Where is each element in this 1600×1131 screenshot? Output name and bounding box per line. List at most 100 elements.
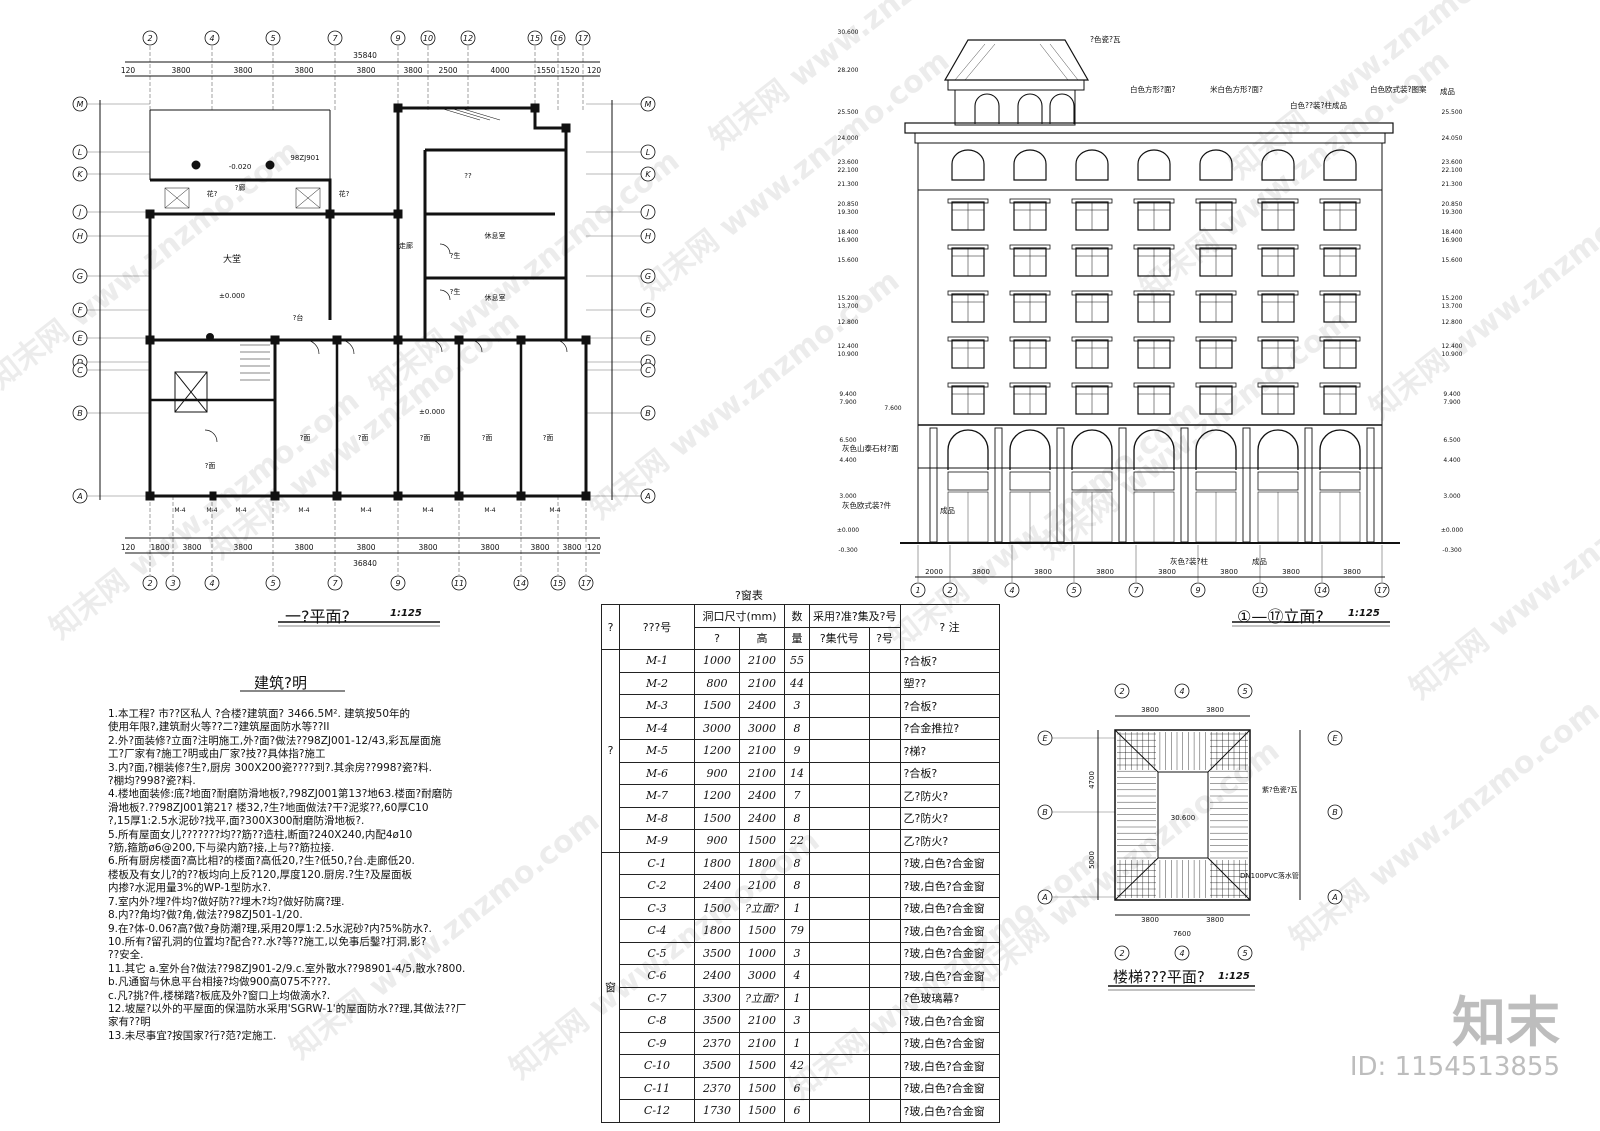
schedule-cell-empty: [868, 761, 901, 785]
schedule-cell-h: 2100: [739, 1009, 785, 1033]
svg-text:2: 2: [147, 579, 152, 588]
elevation-level-left: 7.900: [839, 399, 856, 406]
pavilion-window: [1017, 93, 1043, 124]
schedule-cell-code: M-1: [619, 649, 695, 673]
elevation-dim: 3800: [972, 568, 990, 576]
elevation-level-right: 20.850: [1442, 201, 1463, 208]
elevation-arch-storefront: [947, 429, 989, 543]
note-line: 13.未尽事宜?按国家?行?范?定施工.: [108, 1029, 277, 1042]
hdr-note: ? 注: [899, 604, 1000, 650]
plan-axis-top-bubble: 17: [575, 30, 591, 46]
elevation-dim: 3800: [1282, 568, 1300, 576]
elevation-scale: 1:125: [1348, 608, 1380, 619]
notes-title: 建筑?明: [254, 674, 307, 692]
schedule-cell-empty: [809, 761, 870, 785]
schedule-cell-h: 1500: [739, 919, 785, 943]
schedule-cell-code: C-7: [619, 986, 695, 1010]
schedule-cell-w: 2370: [694, 1031, 740, 1055]
schedule-cell-empty: [809, 1009, 870, 1033]
schedule-cell-code: M-8: [619, 806, 695, 830]
elevation-axis-bubble: 17: [1374, 582, 1390, 598]
svg-text:A: A: [644, 492, 650, 501]
elevation-level-left: 12.800: [838, 319, 859, 326]
elevation-window: [1257, 336, 1299, 369]
schedule-cell-note: ?色玻璃幕?: [899, 986, 1000, 1010]
schedule-cell-q: 9: [784, 739, 810, 763]
note-line: 2.外?面装修?立面?注明施工,外?面?做法??98ZJ001-12/43,彩瓦…: [108, 734, 441, 747]
stair-axis-right-bubble: A: [1327, 889, 1343, 905]
elevation-window: [947, 198, 989, 231]
plan-axis-left-bubble: K: [72, 166, 88, 182]
schedule-cell-q: 3: [784, 941, 810, 965]
stair-axis-right-bubble: E: [1327, 730, 1343, 746]
plan-axis-left-bubble: F: [72, 302, 88, 318]
stair-callout: 紫?色瓷?瓦: [1262, 785, 1297, 794]
note-line: 3.内?面,?棚装修?生?,厨房 300X200瓷????到?.其余房??998…: [108, 761, 432, 774]
plan-room-label: ±0.000: [219, 292, 245, 300]
svg-text:11: 11: [454, 579, 464, 588]
elevation-level-right: 12.400: [1442, 343, 1463, 350]
elevation-level-right: 3.000: [1443, 493, 1460, 500]
elevation-column: [994, 427, 1003, 543]
plan-room-label: ?台: [293, 313, 304, 322]
elevation-window: [1195, 198, 1237, 231]
svg-text:12: 12: [463, 34, 473, 43]
plan-dim-top: 1520: [560, 66, 579, 75]
schedule-cell-empty: [809, 806, 870, 830]
roof-tile-hatch: [1117, 732, 1248, 898]
svg-text:5: 5: [1242, 687, 1247, 696]
schedule-cell-note: ?玻,白色?合金窗: [899, 1031, 1000, 1055]
note-line: ?棚均?998?瓷?料.: [108, 775, 196, 788]
elevation-window: [1075, 149, 1109, 181]
stair-dim-top: 3800: [1206, 706, 1224, 714]
schedule-cell-empty: [868, 941, 901, 965]
plan-dim-top: 3800: [356, 66, 375, 75]
note-line: 楼板及有女儿?的??板均向上反?120,厚度120.厨房.?生?及屋面板: [108, 868, 413, 881]
plan-room-label: ?廊: [235, 183, 246, 192]
plan-room-label: 花?: [339, 189, 350, 198]
svg-text:J: J: [77, 208, 82, 217]
schedule-cell-w: 3500: [694, 1009, 740, 1033]
hdr-w: ?: [694, 626, 740, 650]
schedule-cell-w: 1500: [694, 694, 740, 718]
note-line: 工?厂家有?施工?明或由厂家?技??具体指?施工: [108, 748, 326, 761]
plan-axis-left-bubble: A: [72, 488, 88, 504]
elevation-level-tag: 7.600: [884, 405, 901, 412]
svg-text:A: A: [1041, 893, 1047, 902]
plan-axis-left-bubble: C: [72, 362, 88, 378]
elevation-arch-storefront: [1195, 429, 1237, 543]
elevation-level-left: 13.700: [838, 303, 859, 310]
schedule-cell-code: C-1: [619, 851, 695, 875]
elevation-level-right: 9.400: [1443, 391, 1460, 398]
schedule-group: 窗: [601, 851, 620, 1123]
svg-text:K: K: [645, 170, 651, 179]
stair-axis-left-bubble: A: [1037, 889, 1053, 905]
plan-door-tag: M-4: [235, 507, 246, 514]
elevation-column: [1242, 427, 1251, 543]
svg-text:15: 15: [530, 34, 540, 43]
elevation-level-left: 21.300: [838, 181, 859, 188]
plan-axis-left-bubble: L: [72, 144, 88, 160]
schedule-cell-q: 8: [784, 851, 810, 875]
plan-dim-top: 3800: [233, 66, 252, 75]
plan-door-tag: M-4: [360, 507, 371, 514]
schedule-cell-note: ?合板?: [899, 649, 1000, 673]
elevation-callout: 灰色欧式装?件: [842, 500, 891, 510]
stair-callout: DN100PVC落水管: [1240, 871, 1299, 880]
elevation-level-right: 15.200: [1442, 295, 1463, 302]
elevation-window: [1137, 149, 1171, 181]
note-line: 1.本工程? 市??区私人 ?合楼?建筑面? 3466.5M². 建筑按50年的: [108, 708, 411, 720]
schedule-cell-code: M-3: [619, 694, 695, 718]
svg-text:B: B: [1042, 808, 1048, 817]
plan-room-label: ??: [464, 172, 472, 180]
note-line: 滑地板?.??98ZJ001第21? 楼32,?生?地面做法?干?泥浆??,60…: [108, 801, 429, 814]
elevation-level-right: 25.500: [1442, 109, 1463, 116]
plan-scale: 1:125: [390, 608, 422, 619]
